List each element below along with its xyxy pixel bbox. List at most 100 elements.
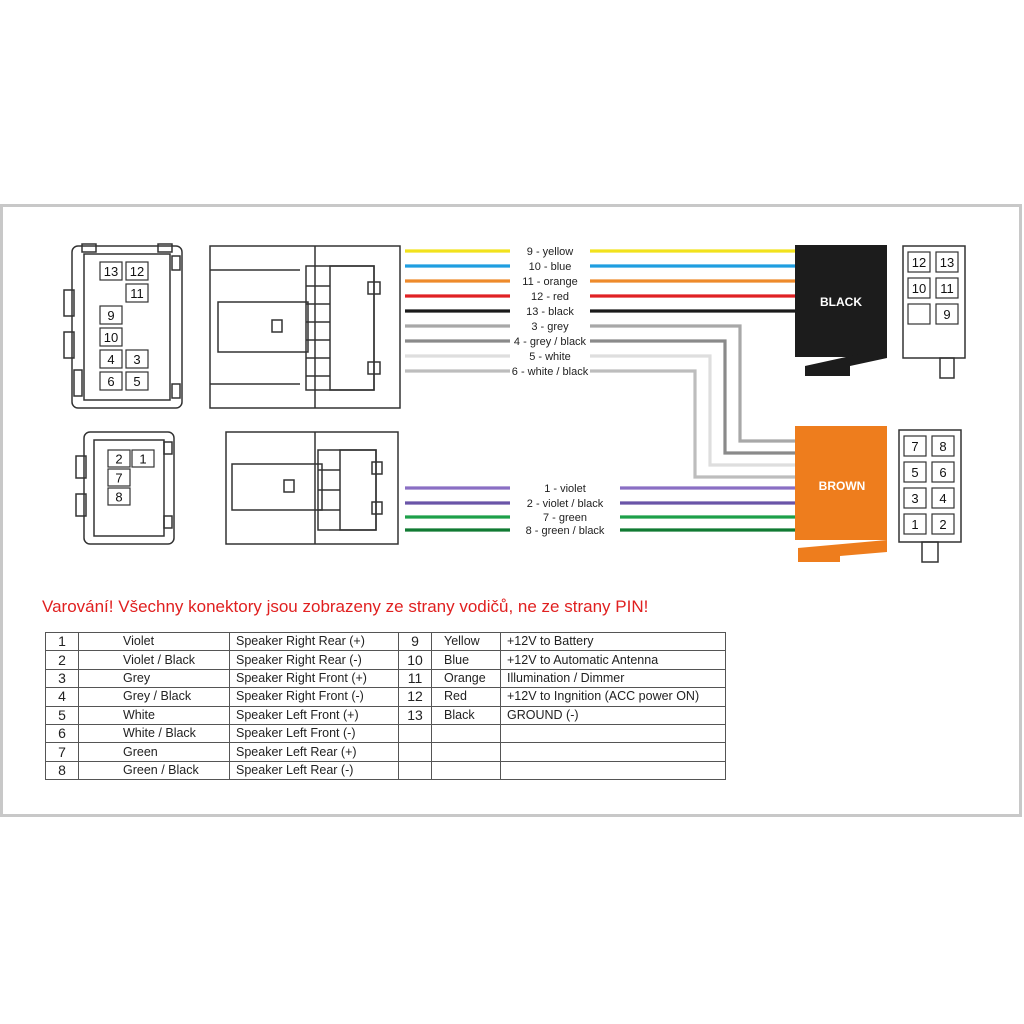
wire-label: 10 - blue [529, 261, 572, 273]
wire-label: 5 - white [529, 351, 571, 363]
wire-label: 1 - violet [544, 483, 586, 495]
table-cell-color2 [431, 723, 501, 744]
table-cell-color: Grey [78, 668, 230, 689]
table-cell-function: Speaker Left Front (-) [229, 723, 399, 744]
small-connector-side [225, 431, 399, 545]
black-plug-label: BLACK [820, 295, 862, 309]
brown-pin-box [903, 513, 927, 535]
wire-label: 6 - white / black [512, 366, 589, 378]
table-cell-pin: 8 [45, 760, 79, 781]
table-cell-color: Grey / Black [78, 687, 230, 707]
large-pin-number: 13 [104, 264, 118, 279]
table-cell-color: White [78, 705, 230, 725]
table-cell-color: Violet [78, 631, 230, 652]
wire-line [405, 369, 795, 479]
table-cell-function2: GROUND (-) [500, 705, 726, 725]
table-cell-pin: 6 [45, 723, 79, 744]
table-cell-function: Speaker Right Front (-) [229, 687, 399, 707]
small-pin-number: 2 [115, 452, 122, 467]
black-pin-box [935, 277, 959, 299]
brown-pin-number: 3 [911, 491, 918, 506]
black-plug: BLACK [795, 245, 887, 376]
large-pin-box [99, 371, 123, 391]
table-cell-pin: 7 [45, 742, 79, 762]
brown-pin-box [931, 435, 955, 457]
table-cell-color: Violet / Black [78, 650, 230, 670]
table-cell-function: Speaker Left Rear (+) [229, 742, 399, 762]
brown-pin-number: 6 [939, 465, 946, 480]
black-pin-number: 9 [943, 307, 950, 322]
table-cell-pin: 5 [45, 705, 79, 725]
brown-pin-number: 2 [939, 517, 946, 532]
small-connector-front [75, 431, 175, 545]
wire-label: 13 - black [526, 306, 574, 318]
black-pin-number: 11 [940, 281, 954, 296]
large-pin-number: 11 [130, 286, 144, 301]
large-pin-number: 12 [130, 264, 144, 279]
wire-line [405, 339, 795, 455]
brown-plug: BROWN [795, 426, 887, 562]
large-pin-number: 10 [104, 330, 118, 345]
large-connector-front [63, 243, 183, 409]
table-cell-pin2 [398, 760, 432, 781]
table-cell-pin2: 11 [398, 668, 432, 689]
table-cell-function2: +12V to Automatic Antenna [500, 650, 726, 670]
table-cell-color2 [431, 742, 501, 762]
table-cell-pin: 1 [45, 631, 79, 652]
wire-label: 9 - yellow [527, 246, 574, 258]
small-pin-number: 7 [115, 471, 122, 486]
brown-pin-box [931, 487, 955, 509]
table-cell-function2: +12V to Ingnition (ACC power ON) [500, 687, 726, 707]
brown-pin-number: 1 [911, 517, 918, 532]
table-cell-function: Speaker Right Rear (-) [229, 650, 399, 670]
brown-pin-number: 5 [911, 465, 918, 480]
large-pin-box [99, 327, 123, 347]
table-cell-function: Speaker Right Front (+) [229, 668, 399, 689]
wire-label: 2 - violet / black [527, 498, 604, 510]
brown-pin-number: 8 [939, 439, 946, 454]
table-cell-pin2: 10 [398, 650, 432, 670]
brown-pin-box [903, 487, 927, 509]
brown-pin-box [931, 461, 955, 483]
table-cell-color2: Yellow [431, 631, 501, 652]
large-pin-box [125, 371, 149, 391]
table-cell-function2 [500, 742, 726, 762]
wire-line [405, 354, 795, 467]
brown-pin-box [903, 461, 927, 483]
brown-plug-face [898, 429, 962, 563]
brown-pin-box [931, 513, 955, 535]
table-cell-color: White / Black [78, 723, 230, 744]
large-pin-number: 3 [133, 352, 140, 367]
table-cell-function2 [500, 723, 726, 744]
table-cell-color2: Black [431, 705, 501, 725]
wire-label: 11 - orange [522, 276, 577, 288]
black-pin-number: 12 [912, 255, 926, 270]
brown-pin-number: 7 [911, 439, 918, 454]
table-cell-pin2: 12 [398, 687, 432, 707]
wire-line [405, 324, 795, 443]
table-cell-pin2: 9 [398, 631, 432, 652]
large-pin-box [99, 349, 123, 369]
black-pin-box [907, 277, 931, 299]
table-cell-pin: 4 [45, 687, 79, 707]
table-cell-pin2: 13 [398, 705, 432, 725]
black-pin-box [935, 251, 959, 273]
diagram-frame [0, 204, 1022, 817]
black-pin-box [907, 303, 931, 325]
table-cell-pin2 [398, 742, 432, 762]
table-cell-color2: Red [431, 687, 501, 707]
black-plug-face [902, 245, 966, 379]
small-pin-number: 8 [115, 490, 122, 505]
table-cell-function2: +12V to Battery [500, 631, 726, 652]
